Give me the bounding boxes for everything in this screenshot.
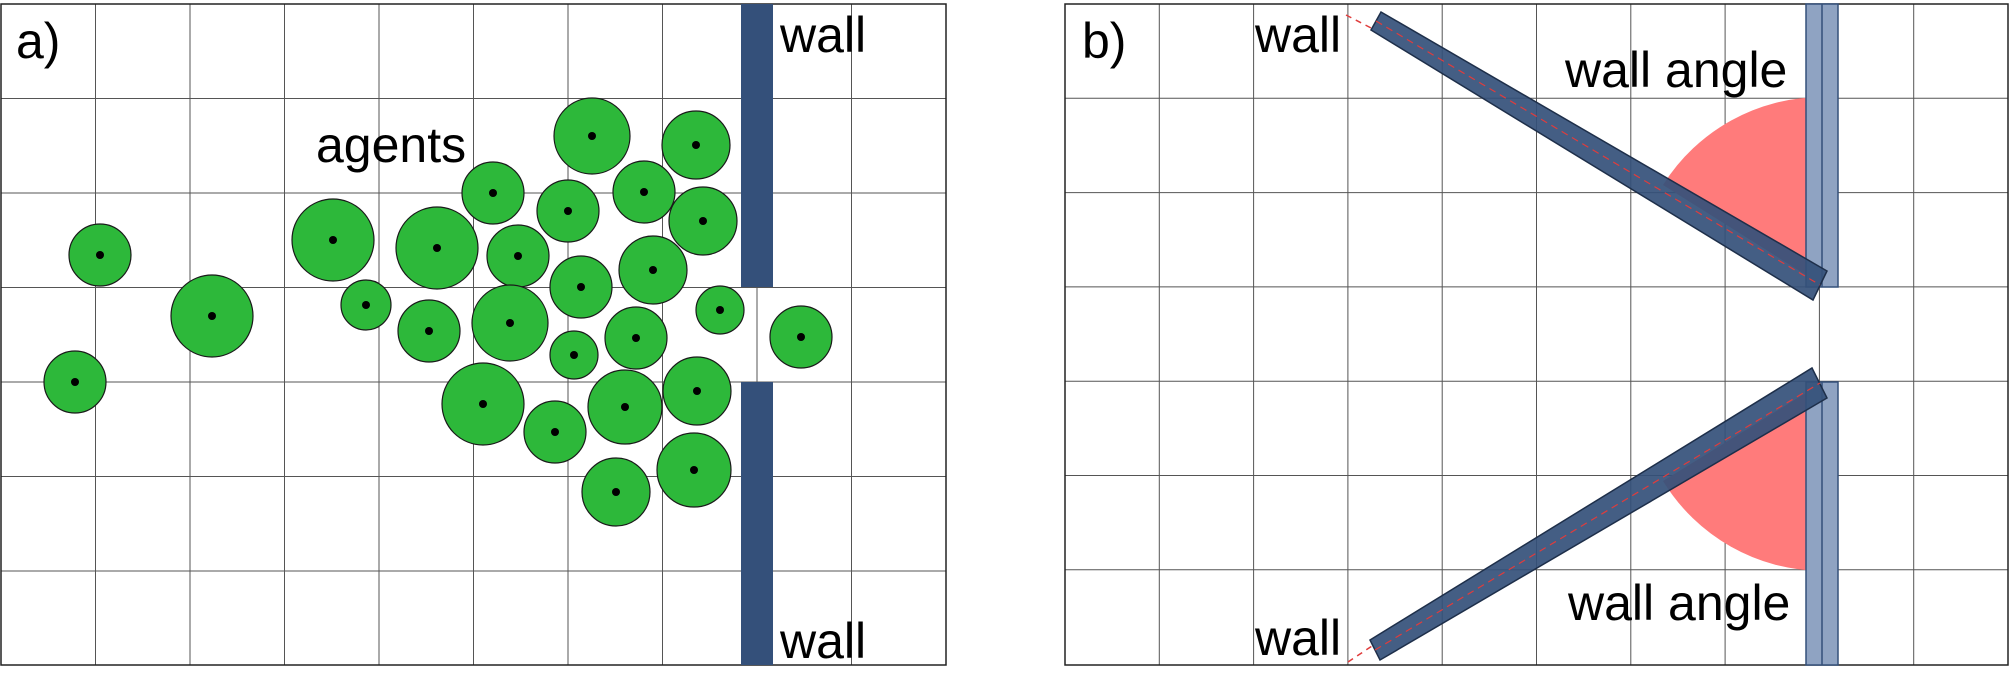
agent-center-dot	[479, 400, 487, 408]
agent	[656, 432, 732, 508]
agent-center-dot	[564, 207, 572, 215]
agent	[471, 284, 549, 362]
angled-wall-top-centerline	[1375, 20, 1821, 286]
agent	[662, 356, 732, 426]
agent-center-dot	[362, 301, 370, 309]
panel-a-frame	[0, 3, 947, 666]
agent-center-dot	[329, 236, 337, 244]
wall-top-annotation-b: wall	[1254, 7, 1341, 63]
angled-wall-bottom-centerline	[1374, 382, 1821, 651]
agent-center-dot	[433, 244, 441, 252]
wall-top-a	[741, 4, 773, 287]
wall-angle-sector-top	[1663, 97, 1822, 285]
agent-center-dot	[551, 428, 559, 436]
agent-center-dot	[693, 387, 701, 395]
wall-bottom-annotation-a: wall	[779, 613, 866, 669]
agent-center-dot	[96, 251, 104, 259]
agent	[68, 223, 132, 287]
agent-center-dot	[716, 306, 724, 314]
agent-center-dot	[489, 189, 497, 197]
agent	[549, 255, 613, 319]
agent-center-dot	[649, 266, 657, 274]
angled-wall-top	[1369, 10, 1828, 302]
agent	[395, 206, 479, 290]
agent	[587, 369, 663, 445]
agent-center-dot	[632, 334, 640, 342]
agent	[549, 330, 599, 380]
guide-line-bottom	[1347, 643, 1376, 663]
agent-center-dot	[692, 141, 700, 149]
agent-center-dot	[588, 132, 596, 140]
agent	[486, 224, 550, 288]
agent-center-dot	[640, 188, 648, 196]
agents-group	[43, 97, 833, 527]
agent	[612, 160, 676, 224]
agent	[43, 350, 107, 414]
panel-b: b) wall wall wall angle wall angle	[1064, 3, 2009, 666]
panel-a: a) agents wall wall	[0, 3, 947, 669]
agent	[397, 299, 461, 363]
agent	[340, 279, 392, 331]
agent	[618, 235, 688, 305]
agent-center-dot	[71, 378, 79, 386]
agent	[170, 274, 254, 358]
agent	[661, 110, 731, 180]
agent	[553, 97, 631, 175]
wall-bottom-a	[741, 382, 773, 665]
agent-center-dot	[699, 217, 707, 225]
panel-b-label: b)	[1082, 13, 1126, 69]
panel-b-frame	[1064, 3, 2009, 666]
agent	[441, 362, 525, 446]
wall-top-annotation-a: wall	[779, 7, 866, 63]
agent-center-dot	[797, 333, 805, 341]
agent	[291, 198, 375, 282]
agent	[769, 305, 833, 369]
panel-a-label: a)	[16, 13, 60, 69]
agent	[668, 186, 738, 256]
agent	[461, 161, 525, 225]
agent-center-dot	[621, 403, 629, 411]
agent	[536, 179, 600, 243]
angled-wall-bottom	[1369, 366, 1828, 662]
agent-center-dot	[208, 312, 216, 320]
agent-center-dot	[425, 327, 433, 335]
agents-annotation: agents	[316, 117, 466, 173]
agent	[523, 400, 587, 464]
agent	[604, 306, 668, 370]
wall-angle-annotation-top: wall angle	[1564, 42, 1787, 98]
guide-line-top	[1345, 14, 1376, 31]
agent-center-dot	[506, 319, 514, 327]
agent-center-dot	[570, 351, 578, 359]
agent-center-dot	[690, 466, 698, 474]
agent-center-dot	[577, 283, 585, 291]
agent	[581, 457, 651, 527]
agent-center-dot	[612, 488, 620, 496]
wall-bottom-annotation-b: wall	[1254, 610, 1341, 666]
wall-angle-sector-bottom	[1663, 383, 1822, 571]
agent	[695, 285, 745, 335]
wall-angle-annotation-bottom: wall angle	[1567, 575, 1790, 631]
agent-center-dot	[514, 252, 522, 260]
